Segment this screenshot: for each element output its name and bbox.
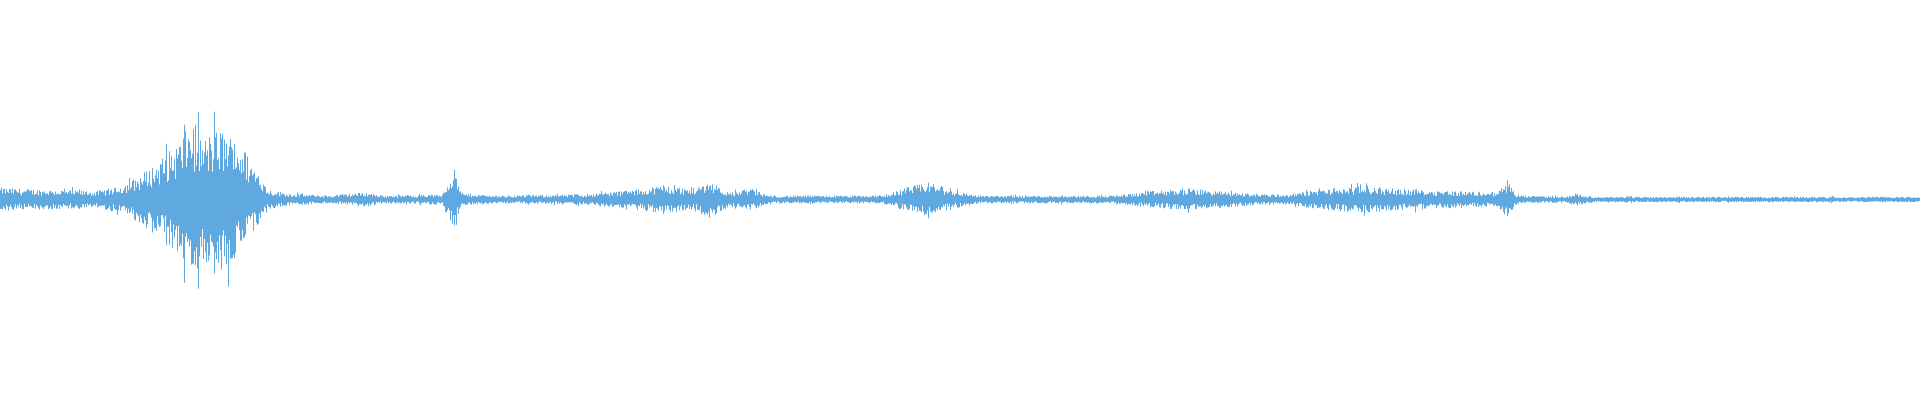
waveform-bars — [0, 111, 1920, 289]
waveform-samples — [0, 111, 1920, 289]
